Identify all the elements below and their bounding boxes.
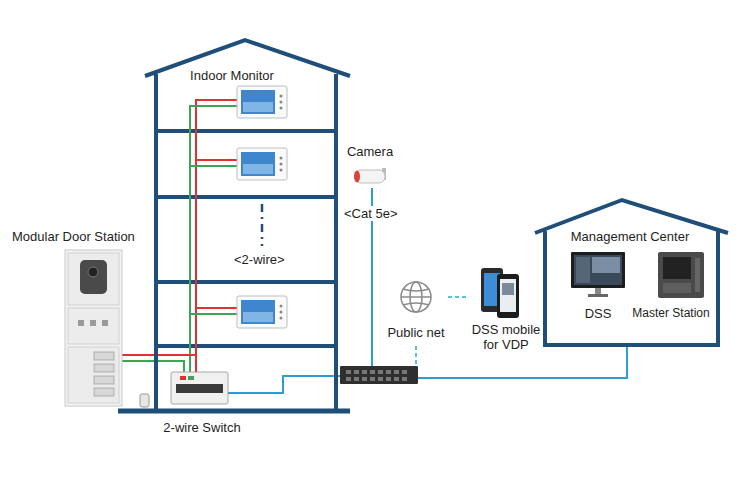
mobile-app-node: DSS mobile for VDP	[466, 264, 546, 354]
two-wire-switch-icon	[171, 372, 228, 404]
node-label: Camera	[332, 144, 408, 159]
master-station-icon	[658, 252, 704, 298]
node-label: Modular Door Station	[12, 229, 150, 244]
cable-label: <Cat 5e>	[342, 206, 400, 221]
phone-icon	[481, 268, 519, 318]
camera-node: Camera	[332, 140, 408, 188]
house-outline	[530, 192, 734, 350]
node-label: Public net	[384, 325, 448, 340]
ellipsis-line	[261, 204, 264, 246]
network-switch-icon	[340, 366, 418, 384]
floor-lines	[156, 131, 336, 346]
globe-icon	[401, 282, 431, 312]
dss-monitor-icon	[571, 252, 625, 297]
node-label: Management Center	[560, 229, 700, 244]
master-station-node: Master Station	[628, 248, 714, 326]
public-net-node: Public net	[384, 280, 448, 342]
node-label: 2-wire Switch	[160, 420, 244, 435]
bus-label: <2-wire>	[232, 252, 287, 267]
door-station-node: Modular Door Station	[10, 226, 150, 408]
dashed-link	[415, 346, 417, 366]
camera-icon	[354, 168, 386, 183]
node-label: DSS mobile for VDP	[466, 322, 546, 352]
two-wire-switch-node: 2-wire Switch	[160, 368, 244, 438]
building-node: Indoor Monitor 2-wire Switch	[140, 36, 355, 440]
node-label: Master Station	[628, 306, 714, 321]
house-outline	[140, 36, 355, 440]
node-label: Indoor Monitor	[180, 68, 284, 83]
bus-wires	[122, 100, 237, 372]
dss-node: DSS	[560, 248, 636, 326]
indoor-monitor-icons	[237, 86, 287, 328]
ground-line	[118, 409, 350, 414]
management-center-node: Management CenterDSSMaster Station	[530, 192, 734, 350]
node-label: DSS	[560, 306, 636, 321]
wireless-link	[448, 296, 466, 298]
door-station-icon	[65, 250, 149, 407]
